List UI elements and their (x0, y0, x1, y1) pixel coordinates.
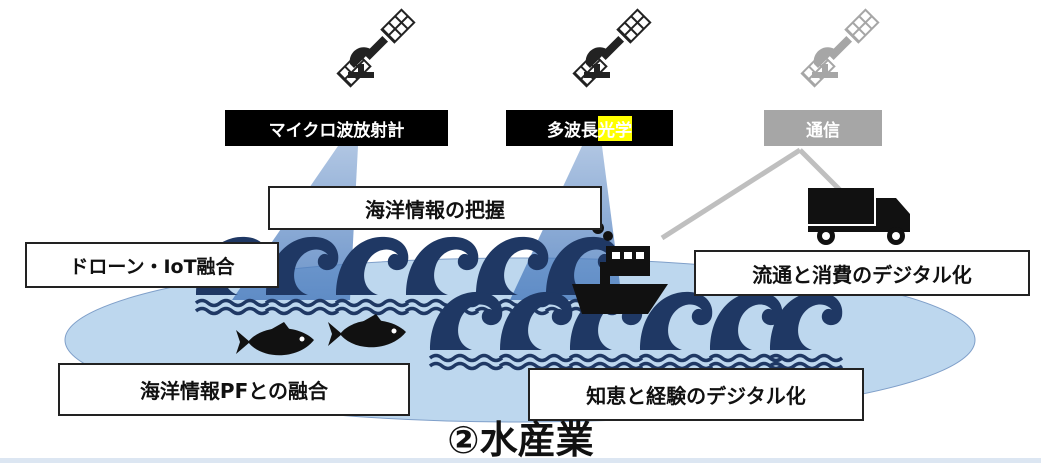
label-drone-iot: ドローン・IoT融合 (25, 242, 279, 288)
sensor-tag-optical: 多波長光学 (506, 110, 673, 146)
label-drone-iot-text: ドローン・IoT融合 (69, 255, 235, 278)
bottom-divider (0, 458, 1041, 463)
sensor-tag-optical-highlight: 光学 (598, 115, 632, 141)
label-ocean-info: 海洋情報の把握 (268, 186, 602, 230)
label-ocean-pf: 海洋情報PFとの融合 (58, 363, 410, 416)
satellite-icon-communication (800, 8, 880, 88)
fishing-ship-icon (572, 222, 668, 314)
page-title: ②水産業 (447, 418, 594, 462)
satellite-icon-microwave (336, 8, 416, 88)
sensor-tag-microwave-text: マイクロ波放射計 (268, 120, 405, 141)
label-distribution: 流通と消費のデジタル化 (694, 250, 1030, 296)
label-distribution-text: 流通と消費のデジタル化 (752, 262, 972, 287)
sensor-tag-communication: 通信 (764, 110, 882, 146)
label-knowledge: 知恵と経験のデジタル化 (528, 368, 864, 421)
label-knowledge-text: 知恵と経験のデジタル化 (586, 384, 806, 408)
label-ocean-pf-text: 海洋情報PFとの融合 (139, 379, 329, 403)
truck-icon (808, 188, 910, 245)
sensor-tag-communication-text: 通信 (806, 120, 840, 141)
satellite-icon-optical (572, 8, 652, 88)
label-ocean-info-text: 海洋情報の把握 (365, 197, 505, 222)
sensor-tag-microwave: マイクロ波放射計 (225, 110, 448, 146)
sensor-tag-optical-prefix: 多波長 (547, 120, 598, 141)
comm-line-ship (660, 147, 802, 241)
